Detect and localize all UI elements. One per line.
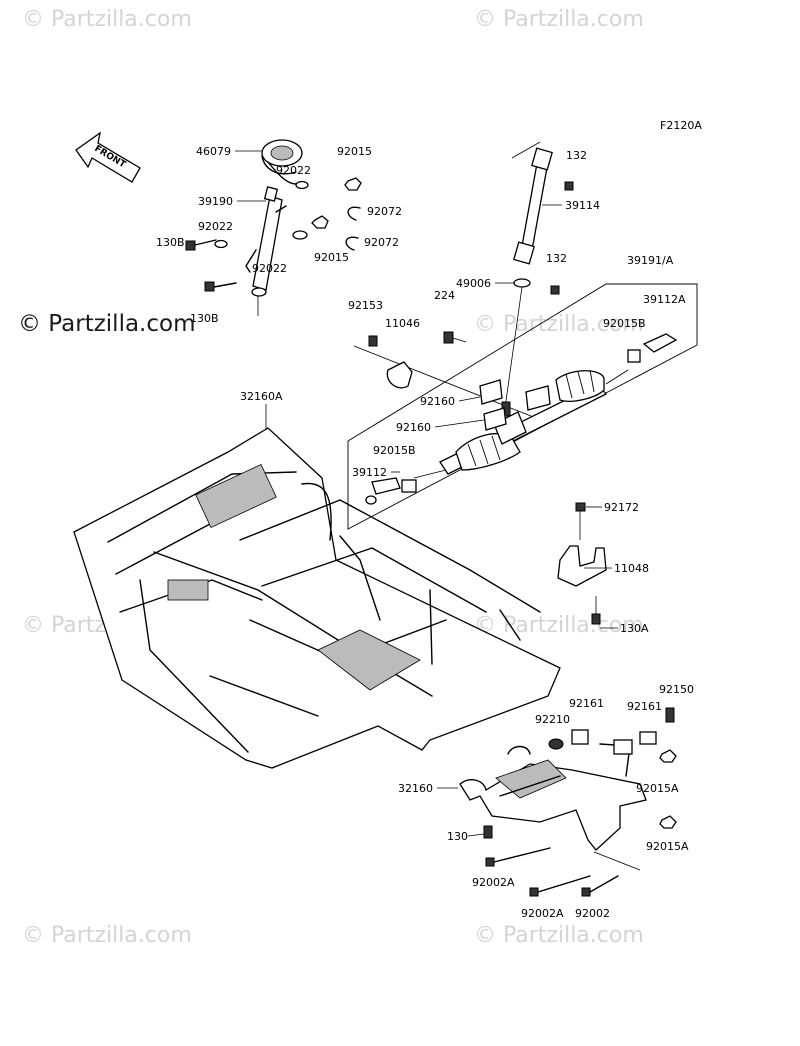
- part-label-92153: 92153: [348, 299, 383, 312]
- part-label-92015-bottom: 92015: [314, 251, 349, 264]
- steering-rack-assembly: [347, 283, 698, 530]
- bracket-11048: [557, 502, 607, 625]
- part-label-46079: 46079: [196, 145, 231, 158]
- part-label-92160-upper: 92160: [420, 395, 455, 408]
- part-label-92002a-lower: 92002A: [521, 907, 564, 920]
- watermark-top-right: © Partzilla.com: [474, 7, 644, 32]
- part-label-92161-left: 92161: [569, 697, 604, 710]
- part-label-132-bottom: 132: [546, 252, 567, 265]
- part-label-32160a: 32160A: [240, 390, 283, 403]
- watermark-bottom-left: © Partzilla.com: [22, 923, 192, 948]
- part-label-92160-lower: 92160: [396, 421, 431, 434]
- part-label-39191a: 39191/A: [627, 254, 674, 267]
- part-label-224: 224: [434, 289, 455, 302]
- part-label-92002a-upper: 92002A: [472, 876, 515, 889]
- part-label-92015a-lower: 92015A: [646, 840, 689, 853]
- steering-column-assembly: [185, 139, 362, 316]
- part-label-92015b-right: 92015B: [603, 317, 646, 330]
- watermark-lower-right: © Partzilla.com: [474, 613, 644, 638]
- part-label-39112a: 39112A: [643, 293, 686, 306]
- part-label-130b-top: 130B: [156, 236, 185, 249]
- part-label-92161-right: 92161: [627, 700, 662, 713]
- part-label-39112: 39112: [352, 466, 387, 479]
- part-labels: 46079 92015 92022 39190 92072 92022 130B…: [156, 145, 694, 920]
- front-direction-arrow: FRONT: [75, 131, 141, 183]
- part-label-11046: 11046: [385, 317, 420, 330]
- part-label-11048: 11048: [614, 562, 649, 575]
- part-label-92022-bottom: 92022: [252, 262, 287, 275]
- part-label-92015-top: 92015: [337, 145, 372, 158]
- part-label-92015a-upper: 92015A: [636, 782, 679, 795]
- watermark-dark: © Partzilla.com: [18, 311, 196, 337]
- part-label-92072-top: 92072: [367, 205, 402, 218]
- part-label-132-top: 132: [566, 149, 587, 162]
- part-label-130: 130: [447, 830, 468, 843]
- part-label-39114: 39114: [565, 199, 600, 212]
- part-label-49006: 49006: [456, 277, 491, 290]
- lower-arm-assembly: [459, 707, 677, 897]
- part-label-39190: 39190: [198, 195, 233, 208]
- part-label-92002: 92002: [575, 907, 610, 920]
- part-label-92072-bottom: 92072: [364, 236, 399, 249]
- watermark-mid-right: © Partzilla.com: [474, 312, 644, 337]
- part-label-92150: 92150: [659, 683, 694, 696]
- part-label-92022-mid: 92022: [198, 220, 233, 233]
- part-label-92015b-left: 92015B: [373, 444, 416, 457]
- part-label-92172: 92172: [604, 501, 639, 514]
- part-label-130a: 130A: [620, 622, 649, 635]
- part-label-92022-top: 92022: [276, 164, 311, 177]
- steering-shaft-assembly: [504, 141, 574, 409]
- main-frame: [73, 404, 561, 769]
- part-label-32160: 32160: [398, 782, 433, 795]
- figure-code: F2120A: [660, 119, 702, 132]
- part-label-92210: 92210: [535, 713, 570, 726]
- part-label-130b-bottom: 130B: [190, 312, 219, 325]
- watermark-top-left: © Partzilla.com: [22, 7, 192, 32]
- watermark-bottom-right: © Partzilla.com: [474, 923, 644, 948]
